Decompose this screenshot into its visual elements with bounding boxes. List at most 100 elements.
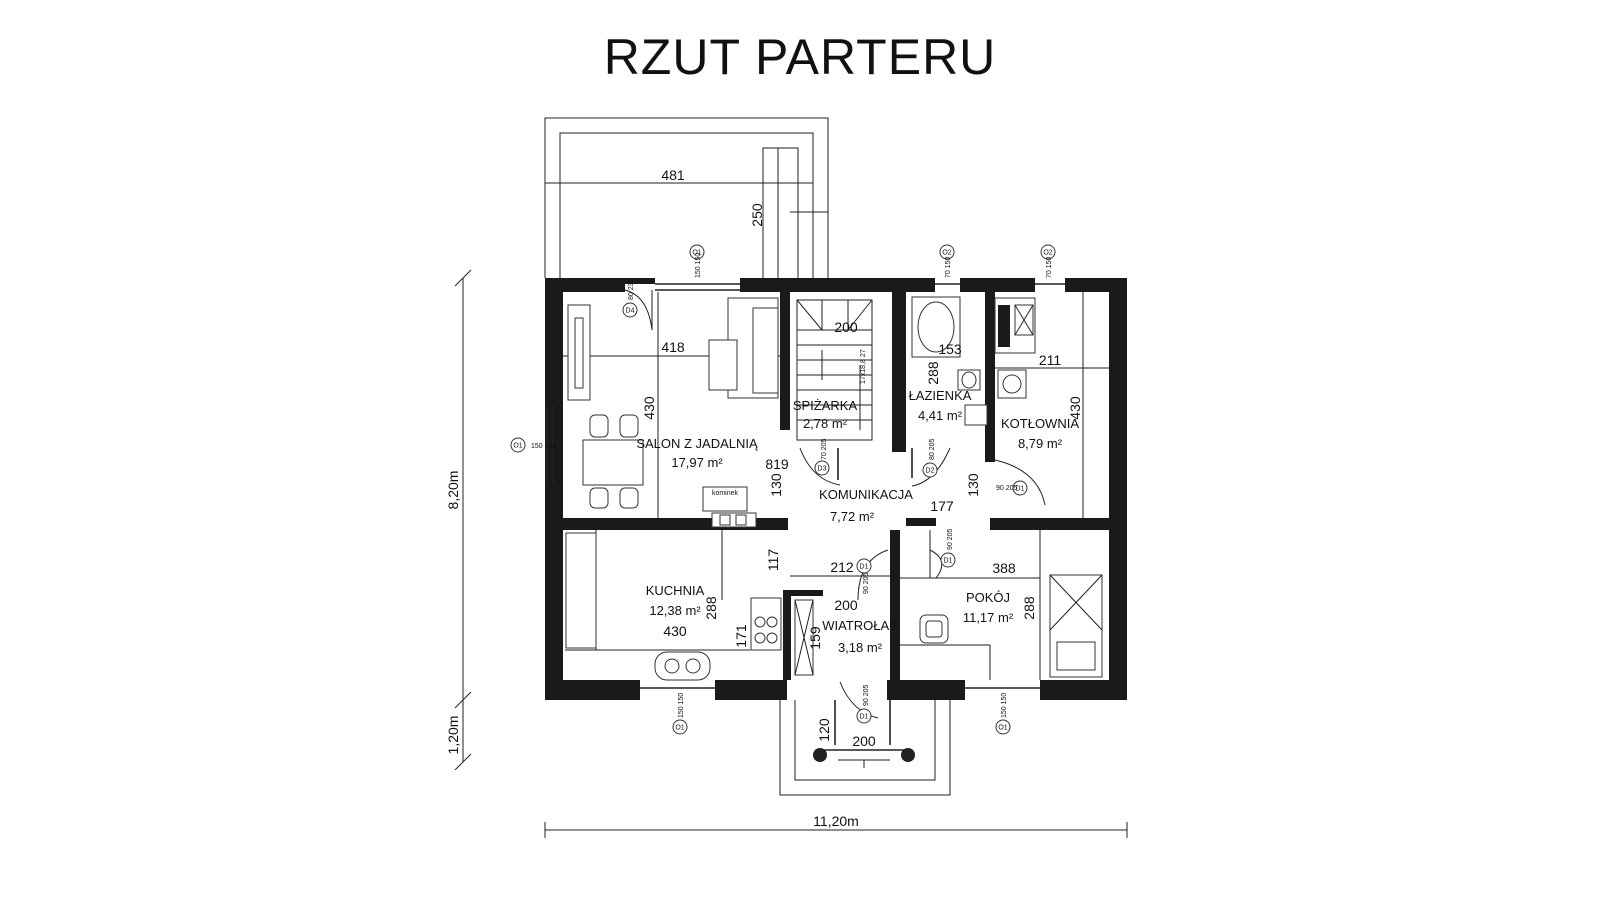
outer-walls: [545, 278, 1127, 700]
svg-text:90 205: 90 205: [947, 528, 954, 550]
dim-bath-height: 288: [925, 361, 941, 385]
dim-room-height: 288: [1021, 596, 1037, 620]
porch: [779, 700, 951, 796]
svg-text:150 150: 150 150: [695, 253, 702, 278]
room-kitchen-name: KUCHNIA: [646, 583, 705, 598]
opening-marker: D4 80 235: [622, 278, 638, 318]
svg-text:70 150: 70 150: [945, 256, 952, 278]
svg-text:D1: D1: [860, 564, 869, 571]
room-kitchen-area: 12,38 m²: [649, 603, 701, 618]
room-boiler-name: KOTŁOWNIA: [1001, 416, 1079, 431]
opening-marker: O1 150 150: [689, 244, 705, 278]
dim-kitchen-height: 288: [703, 596, 719, 620]
room-vestibule-area: 3,18 m²: [838, 640, 883, 655]
svg-text:150 150: 150 150: [531, 443, 556, 450]
svg-text:O2: O2: [942, 250, 951, 257]
fireplace-label: kominek: [712, 490, 739, 497]
opening-marker: D1 90 205: [856, 684, 872, 724]
dim-boiler-height: 430: [1067, 396, 1083, 420]
svg-text:O1: O1: [513, 443, 522, 450]
dim-salon-height: 430: [641, 396, 657, 420]
room-bath-name: ŁAZIENKA: [909, 388, 972, 403]
opening-marker: O2 70 150: [1040, 244, 1056, 278]
room-salon-name: SALON Z JADALNIĄ: [636, 436, 758, 451]
svg-text:D1: D1: [1016, 486, 1025, 493]
opening-marker: O1 150 150: [672, 693, 688, 735]
svg-text:O1: O1: [692, 250, 701, 257]
room-hall-area: 7,72 m²: [830, 509, 875, 524]
dim-vest-height: 159: [807, 626, 823, 650]
room-hall-name: KOMUNIKACJA: [819, 487, 913, 502]
bathroom-furniture: [911, 296, 988, 426]
terrace-outline: [544, 117, 829, 278]
opening-marker: D1 90 205: [940, 528, 956, 568]
svg-text:80 205: 80 205: [929, 438, 936, 460]
room-bath-area: 4,41 m²: [918, 408, 963, 423]
staircase: 17x18,8 27: [796, 299, 913, 480]
room-pantry-area: 2,78 m²: [803, 416, 848, 431]
dim-boiler-width: 211: [1039, 352, 1062, 368]
dim-room-width: 388: [992, 560, 1016, 576]
dining-table: [582, 439, 644, 486]
svg-text:90 205: 90 205: [863, 684, 870, 706]
room-salon-area: 17,97 m²: [671, 455, 723, 470]
dim-corr-height: 117: [765, 549, 781, 572]
dim-comm-right: 130: [965, 473, 981, 497]
svg-text:150 150: 150 150: [678, 693, 685, 718]
window-lines: [546, 283, 1065, 689]
stair-label: 17x18,8 27: [860, 349, 867, 384]
opening-marker: D3 70 205: [814, 438, 830, 476]
column-right: [901, 748, 915, 762]
opening-marker: O1 150 150: [995, 693, 1011, 735]
overall-dimensions: [454, 269, 1128, 838]
kitchen-sink: [654, 651, 711, 681]
svg-text:D1: D1: [860, 714, 869, 721]
dim-porch-width: 200: [852, 733, 876, 749]
svg-text:70 205: 70 205: [821, 438, 828, 460]
svg-text:90 205: 90 205: [863, 572, 870, 594]
svg-text:O2: O2: [1043, 250, 1052, 257]
dim-kitchen-counter: 171: [733, 624, 749, 648]
dim-vest-width: 200: [834, 597, 858, 613]
boiler-equipment: [994, 297, 1036, 399]
column-left: [813, 748, 827, 762]
dim-total-depth: 8,20m: [445, 471, 461, 510]
svg-text:90 205: 90 205: [996, 485, 1018, 492]
dim-total-width: 11,20m: [813, 813, 859, 829]
room-pantry-name: SPIŻARKA: [793, 398, 858, 413]
dim-porch-depth: 120: [816, 718, 832, 742]
dim-corr-width: 212: [830, 559, 854, 575]
coffee-table: [708, 339, 738, 391]
opening-marker: O2 70 150: [939, 244, 955, 278]
svg-text:D1: D1: [944, 558, 953, 565]
opening-marker: D1 90 205: [996, 480, 1028, 496]
plan-title: RZUT PARTERU: [603, 29, 997, 85]
dim-comm-mid: 177: [930, 498, 954, 514]
dimension-labels: 481 250 418 430 819 200 153 288 211 430 …: [445, 167, 1083, 829]
room-labels: SALON Z JADALNIĄ 17,97 m² SPIŻARKA 2,78 …: [636, 388, 1079, 655]
svg-text:70 150: 70 150: [1046, 256, 1053, 278]
svg-text:O1: O1: [998, 725, 1007, 732]
dim-terrace-depth: 250: [749, 203, 765, 227]
svg-text:O1: O1: [675, 725, 684, 732]
svg-text:D3: D3: [818, 466, 827, 473]
salon-furniture: kominek: [567, 297, 779, 528]
svg-text:150 150: 150 150: [1001, 693, 1008, 718]
sink: [964, 404, 988, 426]
dim-hall-length: 819: [765, 456, 789, 472]
dim-porch-total: 1,20m: [445, 716, 461, 755]
room-bedroom-name: POKÓJ: [966, 590, 1010, 605]
room-bedroom-area: 11,17 m²: [963, 610, 1014, 625]
room-boiler-area: 8,79 m²: [1018, 436, 1063, 451]
dim-salon-width: 418: [661, 339, 685, 355]
dim-stair-width: 200: [834, 319, 858, 335]
opening-marker: D2 80 205: [922, 438, 938, 478]
opening-marker: D1 90 205: [856, 558, 872, 594]
dim-bath-width: 153: [938, 341, 962, 357]
fireplace: [702, 486, 748, 512]
opening-marker: O1 150 150: [510, 437, 556, 453]
svg-text:80 235: 80 235: [628, 278, 635, 300]
room-furniture: [919, 574, 1103, 678]
dim-comm-left: 130: [768, 473, 784, 497]
